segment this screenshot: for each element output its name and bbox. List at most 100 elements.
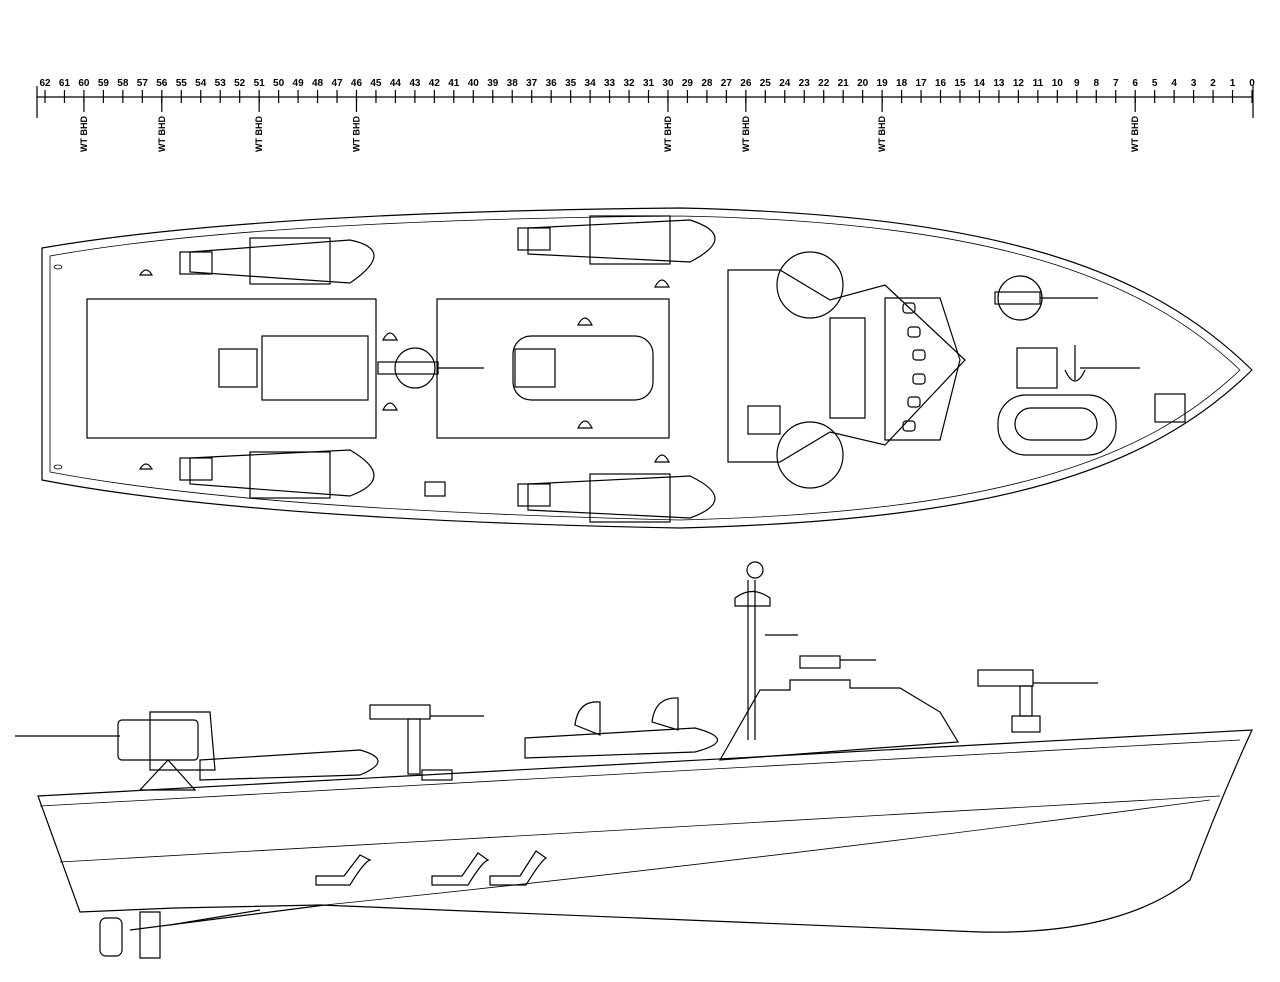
scale-tick-label: 53 <box>215 78 227 89</box>
profile-view <box>15 561 1253 959</box>
scale-tick-label: 39 <box>487 78 499 89</box>
bulkhead-label: WT BHD <box>741 116 751 152</box>
scale-tick-label: 50 <box>273 78 285 89</box>
scale-tick-label: 47 <box>331 78 343 89</box>
scale-tick-label: 59 <box>98 78 110 89</box>
scale-tick-label: 19 <box>877 78 889 89</box>
scale-tick-label: 49 <box>293 78 305 89</box>
torpedo-port-aft <box>179 237 375 285</box>
torpedo-starboard-fwd <box>517 473 716 523</box>
scale-tick-label: 61 <box>59 78 71 89</box>
scale-tick-label: 20 <box>857 78 869 89</box>
scale-tick-label: 43 <box>409 78 421 89</box>
scale-tick-label: 26 <box>740 78 752 89</box>
scale-tick-label: 6 <box>1132 78 1138 89</box>
fwd-small-hatch <box>1154 393 1186 423</box>
scale-tick-label: 2 <box>1210 78 1216 89</box>
scale-tick-label: 12 <box>1013 78 1025 89</box>
cabin-side <box>718 679 960 761</box>
mid-vent-square <box>514 348 556 388</box>
scale-tick-label: 18 <box>896 78 908 89</box>
life-raft-inner <box>1014 407 1098 441</box>
midship-gun-side <box>369 704 484 781</box>
bulkhead-label: WT BHD <box>157 116 167 152</box>
deck-box <box>424 481 446 497</box>
scale-tick-label: 52 <box>234 78 246 89</box>
torpedo-fwd-side <box>524 727 718 759</box>
scale-tick-label: 14 <box>974 78 986 89</box>
bulkhead-marks: WT BHD WT BHD WT BHD WT BHD WT BHD WT BHD WT B… <box>79 97 1140 152</box>
fwd-gun-side <box>977 669 1098 733</box>
scale-tick-label: 36 <box>546 78 558 89</box>
scale-tick-label: 21 <box>838 78 850 89</box>
ventilator-icons <box>138 269 670 470</box>
scale-tick-label: 7 <box>1113 78 1119 89</box>
scale-tick-label: 29 <box>682 78 694 89</box>
scale-tick-label: 37 <box>526 78 538 89</box>
cowl-vent <box>651 697 679 731</box>
bulkhead-label: WT BHD <box>877 116 887 152</box>
radar-dome <box>734 590 771 607</box>
aft-hatch-cover <box>261 335 369 401</box>
scale-tick-label: 32 <box>623 78 635 89</box>
scale-tick-label: 46 <box>351 78 363 89</box>
deck-plan-view <box>41 207 1253 529</box>
life-raft <box>997 394 1117 456</box>
cowl-vent <box>574 701 601 736</box>
bridge-gun-side <box>799 655 876 669</box>
scale-tick-label: 33 <box>604 78 616 89</box>
scale-tick-label: 0 <box>1249 78 1255 89</box>
scale-tick-label: 62 <box>39 78 51 89</box>
scale-tick-label: 13 <box>993 78 1005 89</box>
fwd-hatch <box>1016 347 1058 389</box>
scale-tick-label: 44 <box>390 78 402 89</box>
bulkhead-label: WT BHD <box>79 116 89 152</box>
scale-tick-label: 42 <box>429 78 441 89</box>
bulkhead-label: WT BHD <box>1130 116 1140 152</box>
hull-inner-line-top <box>49 215 1241 521</box>
bridge-outline-top <box>727 269 966 463</box>
scale-tick-label: 22 <box>818 78 830 89</box>
hull-outline-side <box>37 729 1253 933</box>
scale-tick-label: 54 <box>195 78 207 89</box>
bulkhead-label: WT BHD <box>663 116 673 152</box>
gun-mount-ring-top <box>394 347 436 389</box>
scale-tick-label: 38 <box>507 78 519 89</box>
scale-tick-label: 51 <box>254 78 266 89</box>
bulkhead-label: WT BHD <box>351 116 361 152</box>
scale-ticks <box>36 86 1254 118</box>
scale-tick-label: 48 <box>312 78 324 89</box>
running-gear <box>99 904 326 959</box>
transom-chock <box>53 264 63 270</box>
scale-tick-label: 10 <box>1052 78 1064 89</box>
scale-tick-label: 30 <box>662 78 674 89</box>
scale-tick-label: 35 <box>565 78 577 89</box>
hull-exhaust-ports <box>315 850 548 886</box>
waterline <box>324 799 1211 906</box>
scale-tick-label: 3 <box>1191 78 1197 89</box>
scale-tick-label: 25 <box>760 78 772 89</box>
turret-starboard-top <box>776 421 844 489</box>
scale-tick-label: 45 <box>370 78 382 89</box>
chart-table-top <box>747 405 781 435</box>
torpedo-port-fwd <box>517 215 716 265</box>
scale-tick-label: 23 <box>799 78 811 89</box>
scale-tick-label: 31 <box>643 78 655 89</box>
aft-deck-hatch <box>86 298 377 439</box>
mid-deck-hatch <box>436 298 670 439</box>
scale-tick-label: 28 <box>701 78 713 89</box>
bulkhead-label: WT BHD <box>254 116 264 152</box>
fwd-gun-ring-top <box>997 275 1043 321</box>
mast-light <box>746 561 764 579</box>
helm-console-top <box>829 317 866 419</box>
scale-tick-label: 9 <box>1074 78 1080 89</box>
scale-tick-label: 16 <box>935 78 947 89</box>
aft-gun-side <box>15 711 216 791</box>
scale-tick-label: 8 <box>1093 78 1099 89</box>
hull-outline-top <box>41 207 1253 529</box>
scale-tick-label: 11 <box>1033 78 1044 89</box>
scale-tick-label: 56 <box>156 78 168 89</box>
sheer-line <box>39 739 1241 807</box>
transom-chock <box>53 464 63 470</box>
